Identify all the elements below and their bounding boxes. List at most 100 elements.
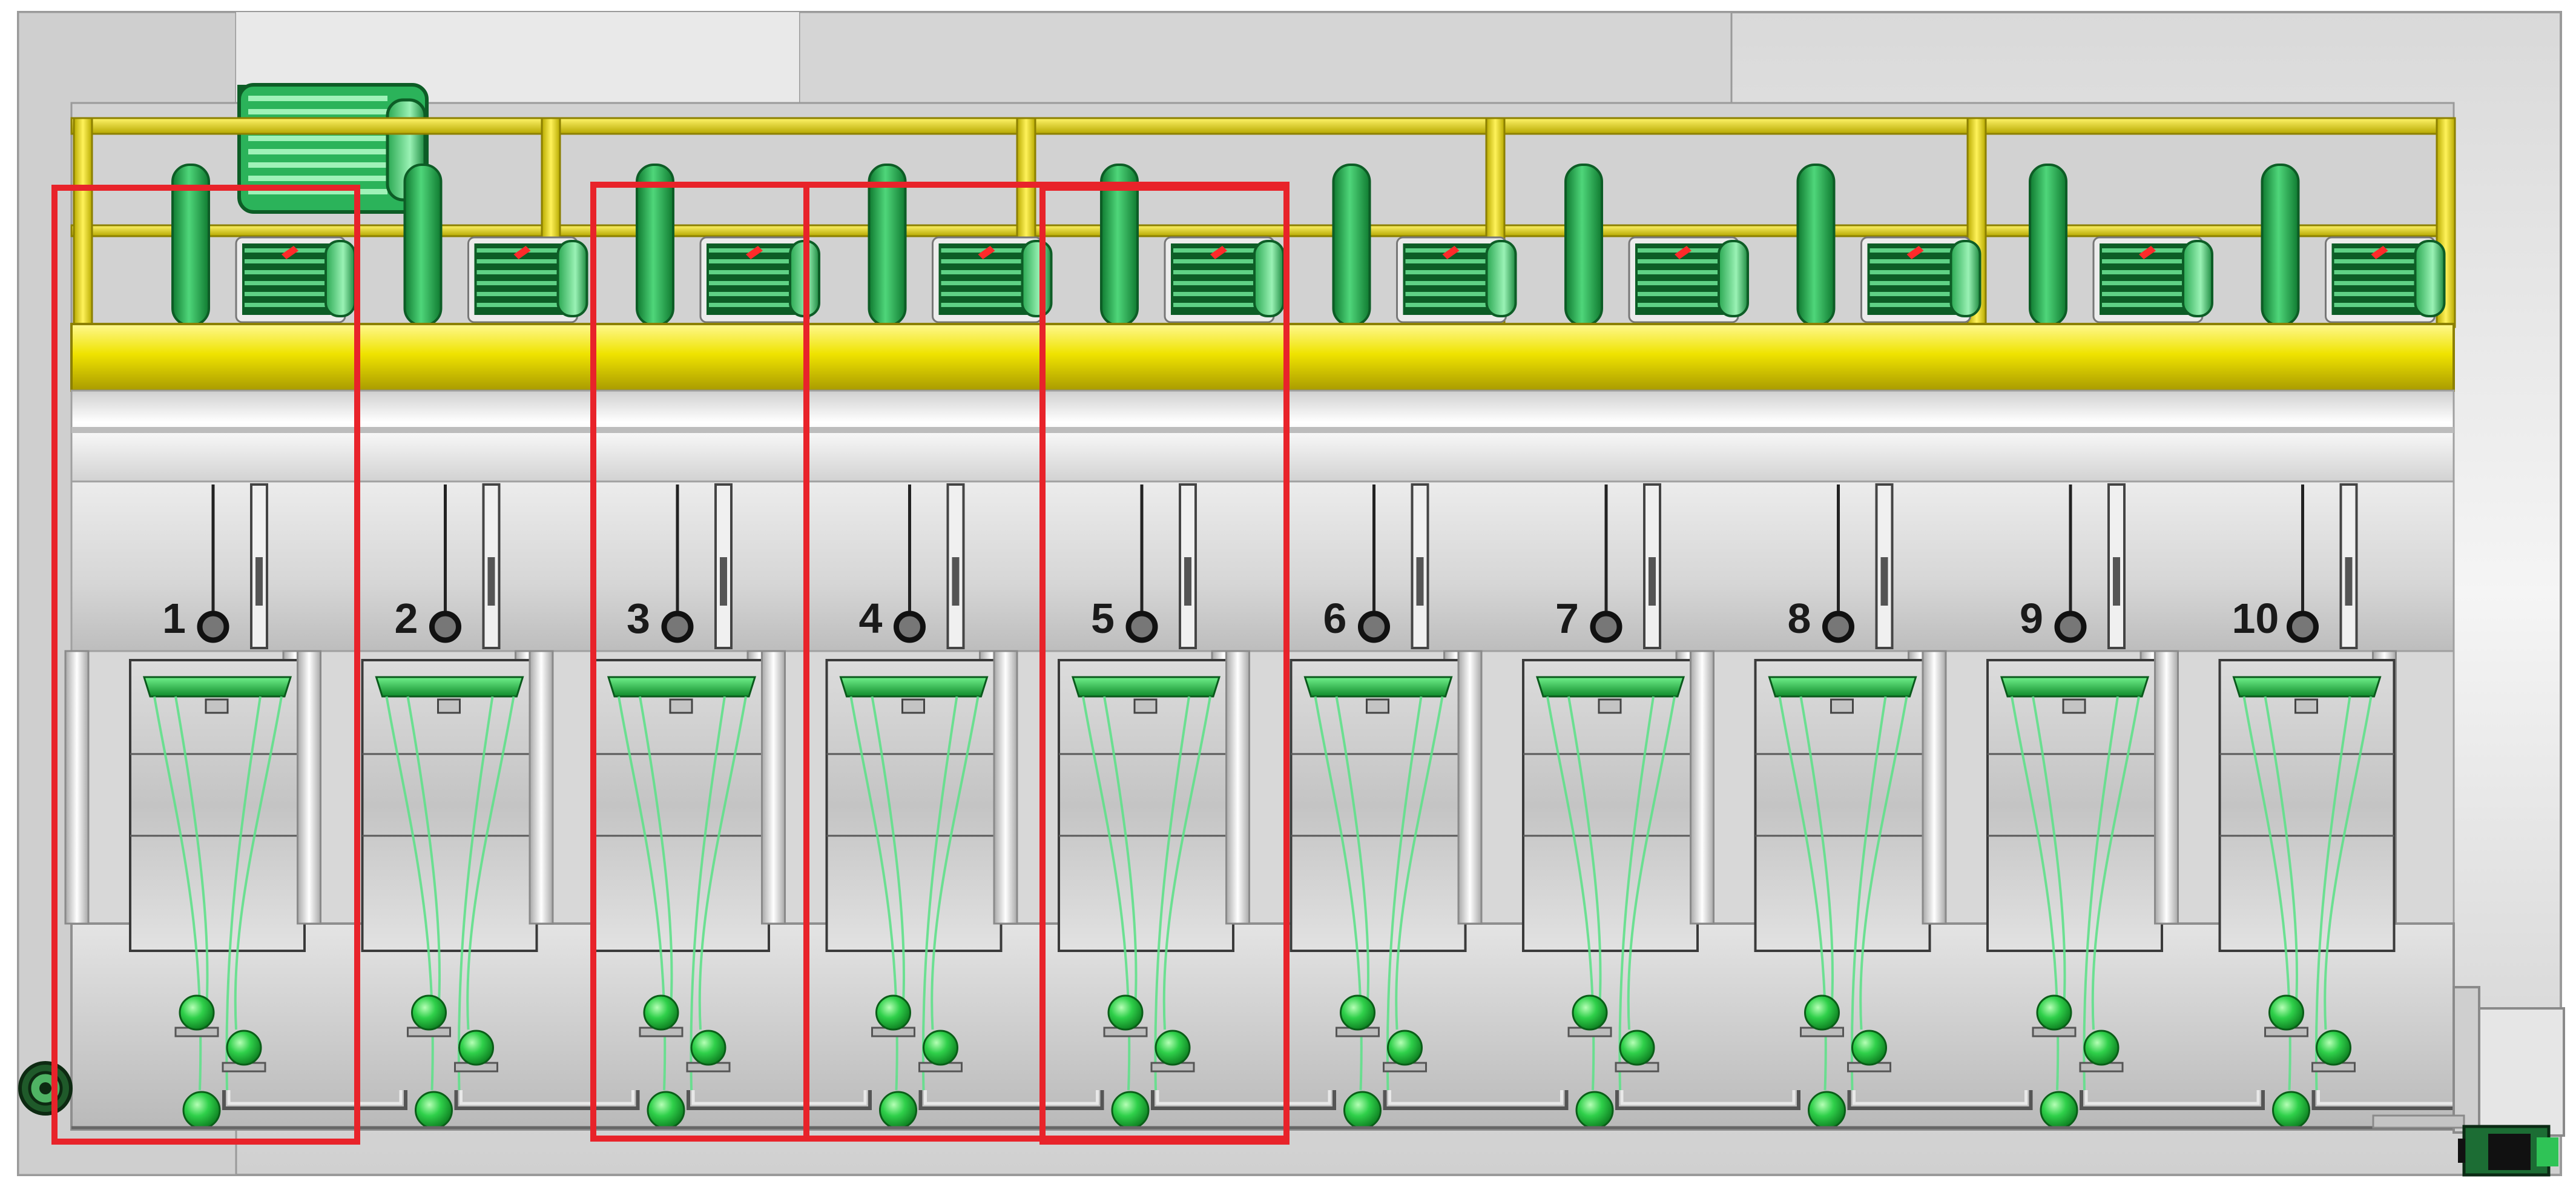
motor-fin bbox=[2102, 281, 2187, 285]
stage-number-label: 1 bbox=[162, 595, 186, 642]
stage-number-label: 4 bbox=[859, 595, 883, 642]
yarn-strand bbox=[1335, 696, 1370, 1018]
motor-endcap bbox=[556, 240, 588, 317]
stage-unit bbox=[1225, 483, 1569, 1129]
motor-fin bbox=[709, 259, 794, 263]
yarn-strand bbox=[1395, 696, 1444, 1030]
stage-unit bbox=[1922, 483, 2265, 1129]
winding-trough bbox=[1383, 1090, 1569, 1110]
yarn-strand bbox=[698, 696, 747, 1030]
roller-icon bbox=[1387, 1030, 1423, 1066]
winding-trough bbox=[222, 1090, 407, 1110]
green-tray bbox=[1303, 676, 1453, 698]
motor-fin bbox=[2102, 248, 2187, 253]
motor-endcap bbox=[1485, 240, 1517, 317]
roller-icon bbox=[1619, 1030, 1655, 1066]
motor-fin bbox=[1869, 281, 1955, 285]
handrail-post bbox=[73, 117, 93, 328]
stage-units bbox=[64, 483, 2497, 1129]
bobbin-icon bbox=[2272, 1091, 2310, 1129]
winding-trough bbox=[1151, 1090, 1336, 1110]
motor-endcap bbox=[2182, 240, 2213, 317]
motor-fin bbox=[245, 303, 329, 307]
feed-tube-window bbox=[255, 557, 263, 606]
green-tray bbox=[2232, 676, 2382, 698]
motor-fin bbox=[1869, 303, 1955, 307]
motor-fin bbox=[2334, 248, 2419, 253]
feed-tube-window bbox=[1880, 557, 1888, 606]
feed-tube bbox=[1411, 483, 1429, 649]
roller-icon bbox=[2316, 1030, 2351, 1066]
motor-fin bbox=[1405, 248, 1491, 253]
motor-fin bbox=[709, 303, 794, 307]
stage-number-label: 7 bbox=[1555, 595, 1579, 642]
bobbin-icon bbox=[182, 1091, 221, 1129]
red-indicator-icon bbox=[1442, 246, 1460, 259]
motor-fin bbox=[1173, 248, 1258, 253]
left-pulley bbox=[18, 1061, 73, 1116]
red-indicator-icon bbox=[1906, 246, 1924, 259]
winding-trough bbox=[918, 1090, 1104, 1110]
stage-number-label: 6 bbox=[1323, 595, 1347, 642]
bobbin-icon bbox=[879, 1091, 917, 1129]
feed-tube-window bbox=[720, 557, 727, 606]
feed-tube-window bbox=[487, 557, 495, 606]
roller-icon bbox=[2268, 994, 2304, 1031]
chamber-divider bbox=[993, 650, 1018, 925]
main-motor-fin bbox=[248, 96, 387, 101]
green-pipe bbox=[1564, 164, 1603, 326]
motor-fin bbox=[709, 281, 794, 285]
motor-fin bbox=[1869, 259, 1955, 263]
stage-motor-icon bbox=[1100, 164, 1285, 326]
highlight-box bbox=[1039, 185, 1290, 1145]
winding-trough-highlight bbox=[924, 1090, 1099, 1105]
green-pipe bbox=[1332, 164, 1371, 326]
motor-fin bbox=[476, 248, 562, 253]
winding-trough bbox=[687, 1090, 872, 1110]
motor-fin bbox=[709, 248, 794, 253]
tray-nozzle bbox=[901, 698, 925, 714]
yarn-strand bbox=[1618, 696, 1655, 1091]
green-tray bbox=[375, 676, 524, 698]
yarn-strand bbox=[639, 696, 673, 1018]
bobbin-icon bbox=[2040, 1091, 2078, 1129]
highlight-box bbox=[51, 185, 360, 1145]
tray-nozzle bbox=[1598, 698, 1622, 714]
stage-motor-icon bbox=[868, 164, 1053, 326]
motor-endcap bbox=[1253, 240, 1285, 317]
motor-fin bbox=[2102, 292, 2187, 296]
tray-nozzle bbox=[205, 698, 229, 714]
chamber-divider bbox=[297, 650, 321, 925]
stage-unit bbox=[993, 483, 1336, 1129]
green-pipe bbox=[2029, 164, 2067, 326]
motor-fin bbox=[1173, 270, 1258, 274]
green-tray bbox=[2000, 676, 2150, 698]
chamber-divider bbox=[64, 650, 90, 925]
yarn-strand bbox=[931, 696, 980, 1030]
winding-trough bbox=[2080, 1090, 2265, 1110]
stage-unit bbox=[1690, 483, 2033, 1129]
motor-fin bbox=[476, 270, 562, 274]
motor-fin bbox=[1638, 259, 1722, 263]
stage-motor-icon bbox=[1796, 164, 1981, 326]
motor-fin bbox=[1638, 281, 1722, 285]
roller-icon bbox=[458, 1030, 494, 1066]
stage-motor-icon bbox=[2029, 164, 2213, 326]
motor-fin bbox=[1405, 259, 1491, 263]
motor-fin bbox=[1638, 248, 1722, 253]
winding-trough-highlight bbox=[460, 1090, 634, 1105]
yarn-strand bbox=[2091, 696, 2140, 1030]
main-motor-fin bbox=[248, 189, 387, 194]
bobbin-icon bbox=[1343, 1091, 1382, 1129]
tray-nozzle bbox=[1830, 698, 1854, 714]
stage-unit bbox=[1457, 483, 1800, 1129]
roller-icon bbox=[923, 1030, 958, 1066]
roller-icon bbox=[2083, 1030, 2120, 1066]
green-tray bbox=[142, 676, 292, 698]
chamber-divider bbox=[761, 650, 786, 925]
motor-fin bbox=[2334, 292, 2419, 296]
yarn-strand bbox=[1154, 696, 1190, 1091]
motor-fin bbox=[1869, 248, 1955, 253]
motor-fin bbox=[1869, 292, 1955, 296]
main-motor-fin bbox=[248, 176, 387, 181]
